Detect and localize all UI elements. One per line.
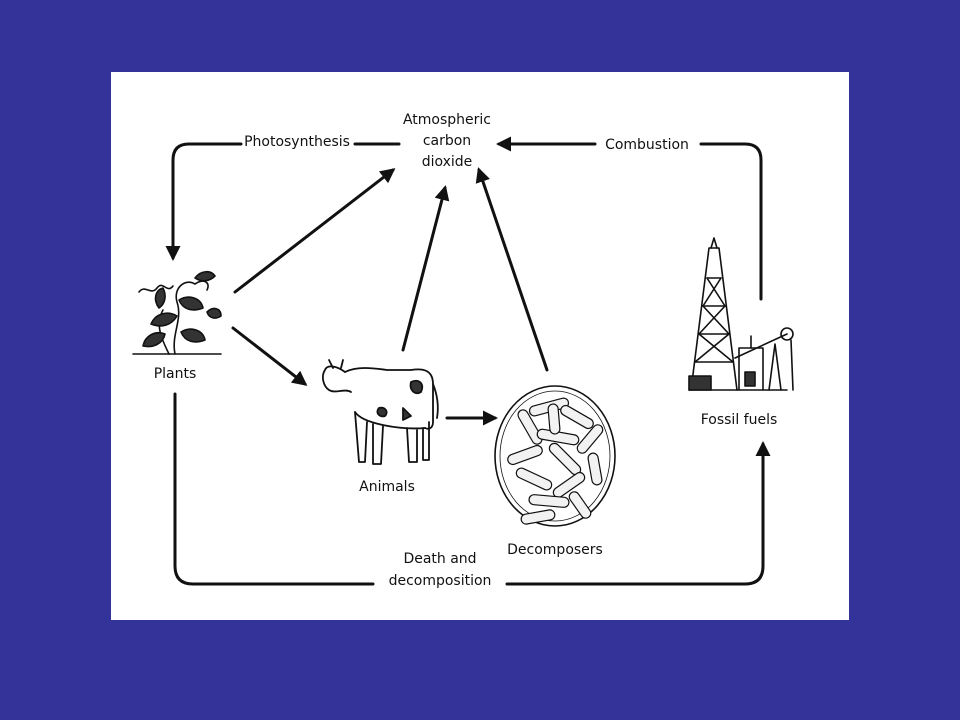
decomposers-to-atmosphere-arrow — [475, 167, 549, 372]
death-arrow — [505, 441, 771, 586]
plants-label: Plants — [154, 366, 197, 382]
animals-label: Animals — [359, 479, 415, 495]
plants-to-atmosphere-arrow — [233, 168, 396, 294]
fossil-fuels-label: Fossil fuels — [701, 412, 778, 428]
oil-derrick-icon — [688, 237, 794, 391]
death-label-line1: Death and — [403, 551, 476, 567]
decomposers-label: Decomposers — [507, 542, 603, 558]
bacteria-icon — [494, 385, 616, 527]
animals-to-atmosphere-arrow — [401, 185, 450, 352]
cow-icon — [322, 359, 439, 465]
photosynthesis-arrow — [165, 142, 243, 261]
atmosphere-label-line3: dioxide — [422, 154, 473, 170]
plants-to-animals-arrow — [231, 326, 308, 386]
photosynthesis-label: Photosynthesis — [244, 134, 350, 150]
atmosphere-label-line2: carbon — [423, 133, 471, 149]
diagram-panel: Atmospheric carbon dioxide Plants Animal… — [111, 72, 849, 620]
death-line-left — [173, 392, 375, 586]
death-label-line2: decomposition — [389, 573, 492, 589]
atmosphere-label-line1: Atmospheric — [403, 112, 491, 128]
combustion-line-right — [699, 142, 763, 301]
carbon-cycle-diagram: Atmospheric carbon dioxide Plants Animal… — [132, 112, 794, 589]
plant-icon — [132, 270, 222, 355]
combustion-label: Combustion — [605, 137, 689, 153]
